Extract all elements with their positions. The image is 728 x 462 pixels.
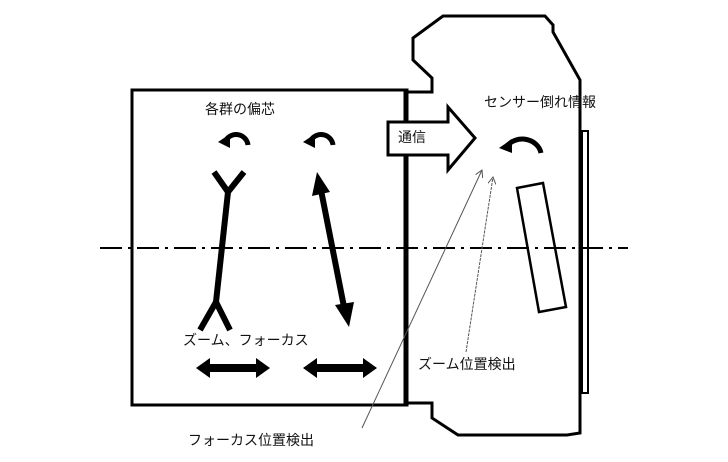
zoom-focus-label: ズーム、フォーカス: [183, 333, 309, 349]
sensor-tilt-label: センサー倒れ情報: [484, 95, 596, 111]
rotation-arrow-icon: [223, 132, 544, 154]
focus-position-leader: [361, 170, 482, 429]
camera-body-outline: [403, 14, 582, 437]
zoom-position-label: ズーム位置検出: [418, 357, 516, 373]
decenter-label: 各群の偏芯: [205, 102, 275, 118]
mount-plate: [581, 130, 589, 394]
lens-group-1-icon: [197, 170, 247, 332]
horizontal-move-arrow-icon: [196, 358, 377, 378]
focus-position-label: フォーカス位置検出: [188, 433, 314, 449]
communication-arrow: [386, 102, 477, 175]
rotation-arrowhead-icon: [218, 134, 512, 153]
lens-group-2-icon: [312, 172, 354, 327]
communication-label: 通信: [398, 130, 426, 146]
zoom-position-leader: [465, 177, 493, 353]
tilted-image-sensor: [515, 181, 568, 314]
